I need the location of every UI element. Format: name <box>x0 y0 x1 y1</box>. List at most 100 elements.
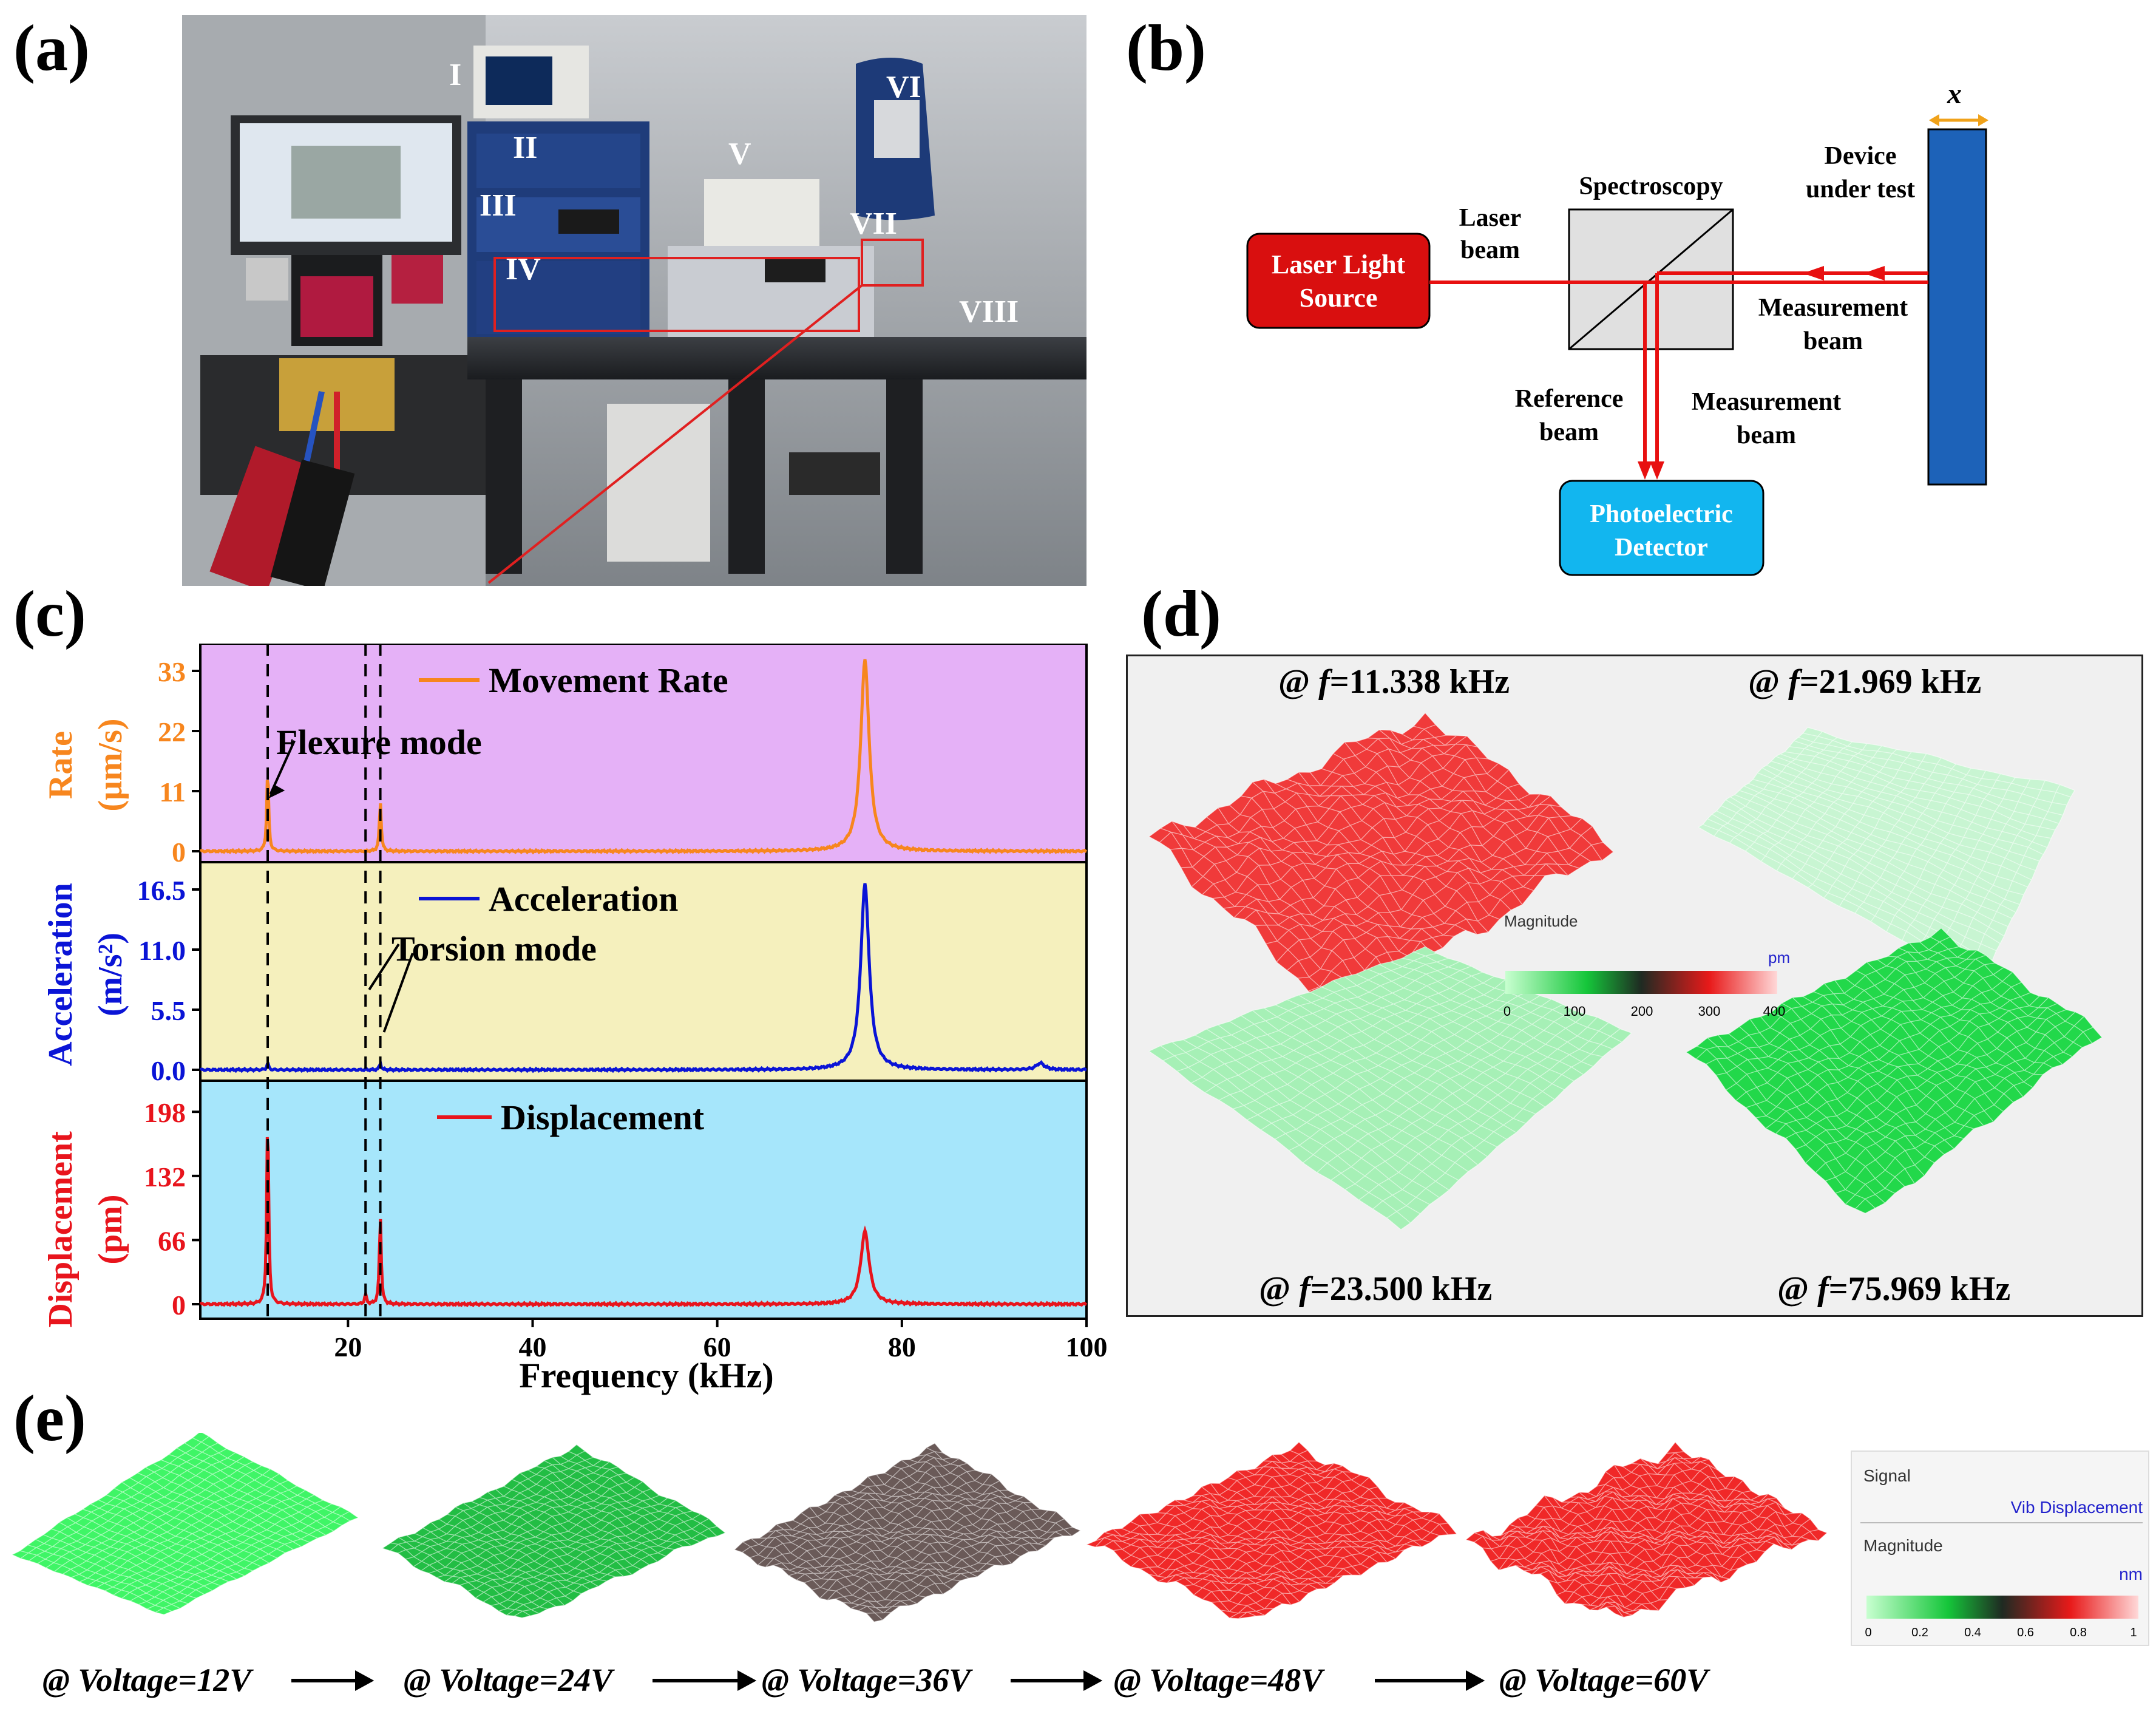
mode-surface-1 <box>1148 712 1614 1004</box>
device-under-test <box>1927 128 1987 486</box>
photo-label-III: III <box>480 188 517 223</box>
laser-vibrometer-schematic: Laser Light Source Laser beam Spectrosco… <box>1246 78 1988 576</box>
panel-label-e: (e) <box>13 1382 86 1455</box>
mode-surface-2 <box>1698 727 2075 984</box>
reference-beam-2: beam <box>1539 418 1599 446</box>
voltage-label-3: @ Voltage=36V <box>762 1662 973 1698</box>
ytick-acceleration-2: 11.0 <box>138 935 186 966</box>
laser-source-box <box>1246 233 1431 329</box>
legend-movement-rate: Movement Rate <box>489 661 728 700</box>
device-label-1: Device <box>1825 142 1897 170</box>
ytick-rate-0: 0 <box>172 837 186 868</box>
legend-magnitude-label: Magnitude <box>1863 1536 1943 1555</box>
panel-label-c: (c) <box>13 578 86 650</box>
ytick-displacement-2: 132 <box>144 1161 186 1192</box>
mode-cb-tick-2: 200 <box>1631 1004 1653 1019</box>
voltage-legend: Signal Vib Displacement Magnitude nm 0 0… <box>1851 1450 2149 1646</box>
legend-tick-0: 0 <box>1865 1626 1871 1639</box>
arrows <box>291 1670 1485 1692</box>
panel-bg-acceleration <box>199 861 1088 1082</box>
panel-label-d: (d) <box>1141 578 1221 650</box>
voltage-surface-1 <box>12 1433 359 1615</box>
ytick-acceleration-1: 5.5 <box>151 995 186 1026</box>
mode-colorbar-title: Magnitude <box>1504 912 1578 930</box>
detector-label-2: Detector <box>1615 534 1708 562</box>
device-label-2: under test <box>1806 175 1915 203</box>
photo-label-VIII: VIII <box>959 294 1019 329</box>
optical-table <box>467 337 1086 379</box>
voltage-label-1: @ Voltage=12V <box>42 1662 254 1698</box>
mode-colorbar-unit: pm <box>1768 948 1790 967</box>
photo-label-VI: VI <box>886 70 921 104</box>
torsion-arrow-1 <box>368 943 400 991</box>
x-axis-label: x <box>1947 78 1962 110</box>
legend-displacement: Displacement <box>501 1098 705 1137</box>
laser-source-label-1: Laser Light <box>1272 250 1406 279</box>
laser-beam-label-2: beam <box>1460 236 1520 264</box>
legend-tick-4: 0.8 <box>2070 1626 2087 1639</box>
laser-source-label-2: Source <box>1300 283 1378 313</box>
mode-cb-tick-3: 300 <box>1698 1004 1721 1019</box>
measurement-beam-bottom-1: Measurement <box>1692 388 1841 416</box>
ytick-rate-3: 33 <box>158 656 186 687</box>
series-line-displacement <box>199 1137 1088 1308</box>
panel-bg-displacement <box>199 1080 1088 1320</box>
legend-acceleration: Acceleration <box>489 879 678 919</box>
voltage-label-5: @ Voltage=60V <box>1499 1662 1710 1698</box>
x-axis-label: Frequency (kHz) <box>519 1356 773 1395</box>
ytick-acceleration-0: 0.0 <box>151 1055 186 1086</box>
mode-cb-tick-1: 100 <box>1564 1004 1586 1019</box>
voltage-surface-2 <box>382 1444 726 1619</box>
series-line-acceleration <box>199 883 1087 1073</box>
xtick-3: 80 <box>888 1331 916 1362</box>
legend-tick-5: 1 <box>2130 1626 2137 1639</box>
photo-label-I: I <box>449 58 461 92</box>
detector-label-1: Photoelectric <box>1590 500 1733 528</box>
mode-surface-4 <box>1686 928 2103 1214</box>
lab-setup-photo: I II III IV V VI VII VIII <box>182 15 1086 586</box>
voltage-surface-4 <box>1086 1441 1457 1619</box>
mode-label-4: @ f=75.969 kHz <box>1777 1270 2010 1308</box>
voltage-label-4: @ Voltage=48V <box>1114 1662 1325 1698</box>
ylabel-acceleration-unit: (m/s²) <box>92 933 129 1016</box>
xtick-1: 40 <box>519 1331 547 1362</box>
mode-shapes-svg: @ f=11.338 kHz @ f=21.969 kHz @ f=23.500… <box>1148 663 2103 1308</box>
photo-label-VII: VII <box>850 206 897 241</box>
photoelectric-detector <box>1559 480 1764 576</box>
panel-label-a: (a) <box>13 12 90 84</box>
ytick-displacement-1: 66 <box>158 1225 186 1256</box>
ylabel-acceleration: Acceleration <box>42 883 80 1066</box>
mode-label-3: @ f=23.500 kHz <box>1259 1270 1492 1308</box>
ytick-rate-2: 22 <box>158 716 186 747</box>
measurement-beam-bottom-2: beam <box>1737 421 1796 449</box>
ytick-acceleration-3: 16.5 <box>137 875 186 906</box>
photo-label-II: II <box>513 131 537 165</box>
legend-tick-3: 0.6 <box>2017 1626 2034 1639</box>
xtick-4: 100 <box>1066 1331 1108 1362</box>
ytick-displacement-3: 198 <box>144 1097 186 1128</box>
legend-tick-1: 0.2 <box>1911 1626 1928 1639</box>
photo-label-V: V <box>728 137 751 171</box>
reference-beam-1: Reference <box>1515 385 1624 413</box>
voltage-surface-3 <box>734 1443 1081 1622</box>
measurement-beam-right-1: Measurement <box>1758 294 1908 322</box>
mode-cb-tick-0: 0 <box>1503 1004 1511 1019</box>
mode-shapes-panel: @ f=11.338 kHz @ f=21.969 kHz @ f=23.500… <box>1126 655 2143 1317</box>
legend-signal-label: Signal <box>1863 1466 1911 1485</box>
voltage-label-2: @ Voltage=24V <box>404 1662 615 1698</box>
ytick-displacement-0: 0 <box>172 1290 186 1321</box>
xtick-0: 20 <box>334 1331 362 1362</box>
series-line-rate <box>199 659 1087 855</box>
legend-signal-value: Vib Displacement <box>2011 1498 2143 1517</box>
legend-unit: nm <box>2119 1565 2143 1583</box>
annotation-torsion-mode: Torsion mode <box>392 929 597 968</box>
spectroscopy-label: Spectroscopy <box>1579 172 1723 200</box>
ylabel-rate-unit: (μm/s) <box>92 718 129 811</box>
mode-colorbar: Magnitude pm 0 100 200 300 400 <box>1503 912 1790 1019</box>
mode-label-1: @ f=11.338 kHz <box>1278 663 1510 701</box>
measurement-beam-right-2: beam <box>1803 327 1863 355</box>
ytick-rate-1: 11 <box>160 777 186 808</box>
mode-cb-tick-4: 400 <box>1763 1004 1786 1019</box>
panel-label-b: (b) <box>1126 12 1206 84</box>
